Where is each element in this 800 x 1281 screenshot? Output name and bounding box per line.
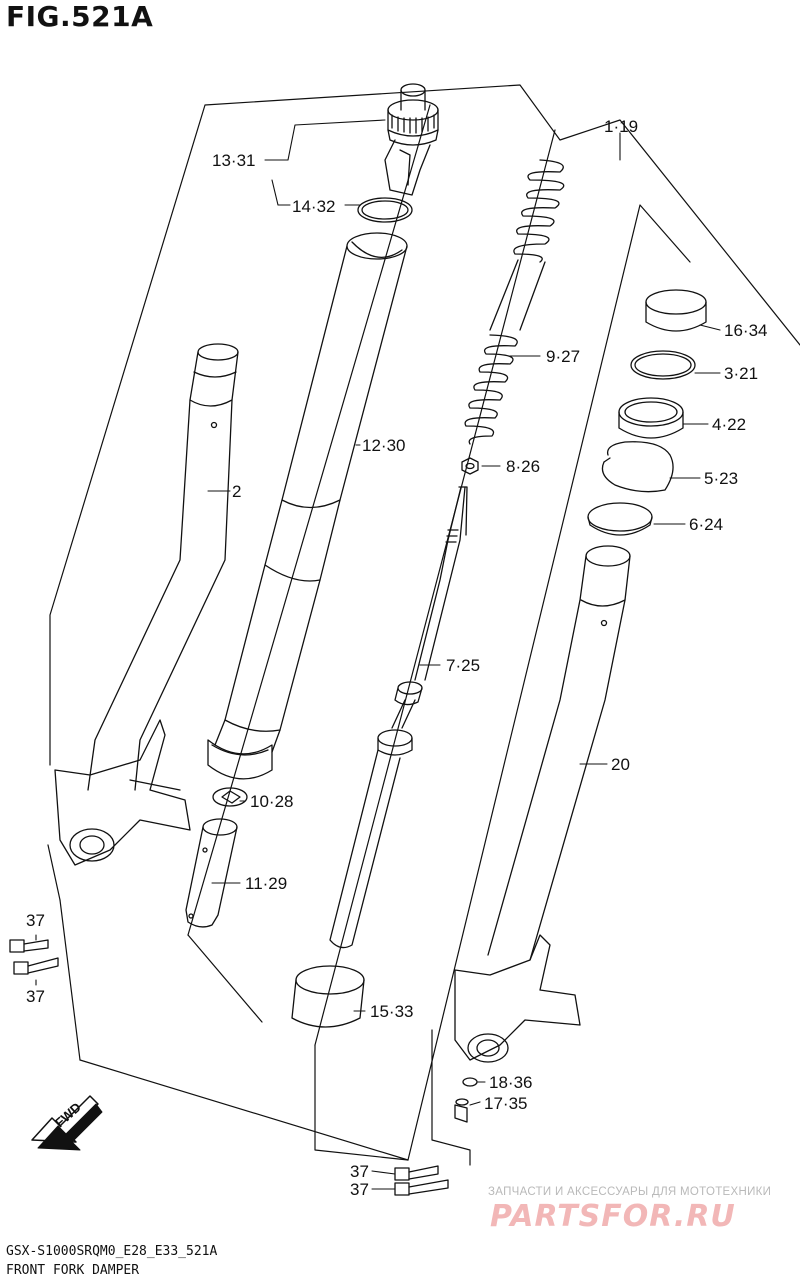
bolt-37-right-lower [394,1179,449,1196]
callout-3-21: 3·21 [724,364,759,383]
callout-16-34: 16·34 [724,321,768,340]
figure-name: FRONT FORK DAMPER [6,1263,140,1278]
watermark-logo: PARTSFOR.RU [490,1199,736,1234]
callout-37-left-lower: 37 [26,987,45,1006]
callout-18-36: 18·36 [489,1073,533,1092]
spacer-clip [601,441,674,493]
callout-1-19: 1·19 [604,117,639,136]
callout-6-24: 6·24 [689,515,724,534]
cap-bolt [384,83,439,196]
callout-20: 20 [611,755,630,774]
callout-10-28: 10·28 [250,792,294,811]
leader-lines [35,119,721,1190]
callout-13-31: 13·31 [212,151,256,170]
callout-5-23: 5·23 [704,469,739,488]
watermark-tagline: ЗАПЧАСТИ И АКСЕССУАРЫ ДЛЯ МОТОТЕХНИКИ [488,1186,772,1198]
slide-bushing [587,502,653,536]
oil-seal [618,397,684,439]
spring-upper [489,159,565,331]
inner-tube [207,232,408,780]
fwd-arrow: FWD [31,1095,103,1151]
assembly-frame-lines [47,84,800,1166]
callout-17-35: 17·35 [484,1094,528,1113]
stopper-ring [630,350,696,380]
callout-37-right-lower: 37 [350,1180,369,1199]
washer [212,787,248,807]
drain-bolt [454,1098,469,1123]
o-ring [357,197,413,223]
oil-lock-piece [185,818,238,928]
figure-code: GSX-S1000SRQM0_E28_E33_521A [6,1244,218,1259]
callout-11-29: 11·29 [245,874,288,893]
bushing [291,965,365,1028]
callout-2: 2 [232,482,242,501]
outer-tube-right [454,545,631,1063]
callout-15-33: 15·33 [370,1002,414,1021]
bolt-37-right-upper [394,1165,439,1181]
callout-14-32: 14·32 [292,197,336,216]
gasket-washer [462,1077,478,1087]
callout-37-right-upper: 37 [350,1162,369,1181]
callout-7-25: 7·25 [446,656,481,675]
figure-title: FIG.521A [6,0,154,33]
callout-4-22: 4·22 [712,415,747,434]
callout-9-27: 9·27 [546,347,581,366]
callout-8-26: 8·26 [506,457,541,476]
callout-37-left-upper: 37 [26,911,45,930]
dust-seal [645,289,707,332]
nut [461,457,479,475]
callout-12-30: 12·30 [362,436,406,455]
bolt-37-left-upper [9,939,49,953]
bolt-37-left-lower [13,957,59,975]
outer-tube-left [54,343,239,866]
spring-lower [464,334,518,445]
damper-rod [329,486,468,949]
